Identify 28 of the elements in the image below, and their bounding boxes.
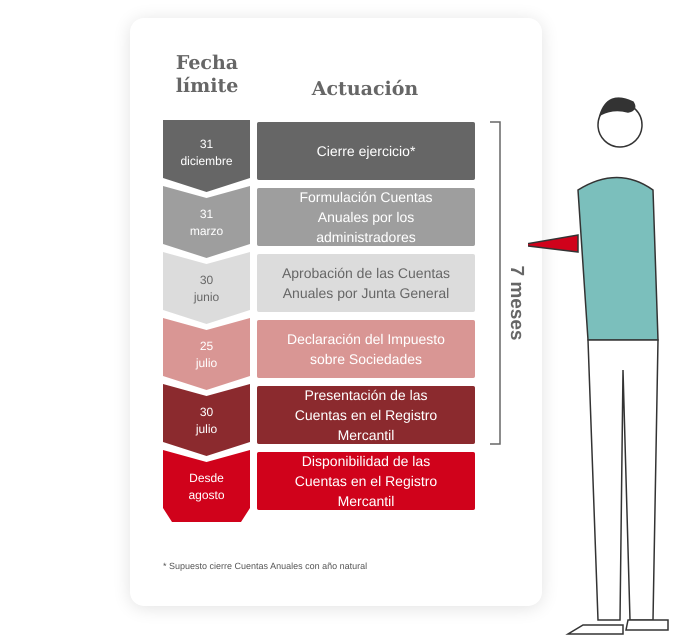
date-tag	[163, 252, 250, 324]
column-heading: Actuación	[310, 78, 420, 101]
action-label: Cierre ejercicio*	[316, 142, 416, 161]
action-box	[257, 386, 475, 444]
action-box	[257, 122, 475, 180]
action-box	[257, 188, 475, 246]
date-label: 25 julio	[194, 338, 218, 372]
date-label: Desde agosto	[187, 470, 226, 504]
date-tag	[163, 450, 250, 522]
date-label: 31 marzo	[188, 206, 224, 240]
date-label: 30 julio	[194, 404, 218, 438]
date-label: 31 diciembre	[179, 136, 234, 170]
action-label: Disponibilidad de las Cuentas en el Registro Mercantil	[294, 452, 438, 511]
action-label: Declaración del Impuesto sobre Sociedades	[286, 330, 446, 369]
date-label: 30 junio	[192, 272, 220, 306]
column-heading: Fecha límite	[174, 52, 240, 98]
action-box	[257, 320, 475, 378]
date-tag	[163, 186, 250, 258]
action-box	[257, 452, 475, 510]
action-box	[257, 254, 475, 312]
date-tag	[163, 384, 250, 456]
footnote: * Supuesto cierre Cuentas Anuales con año natural	[163, 561, 368, 571]
action-label: Formulación Cuentas Anuales por los administradores	[298, 188, 434, 247]
date-tag	[163, 318, 250, 390]
duration-label: 7 meses	[505, 264, 527, 342]
action-label: Presentación de las Cuentas en el Registro Mercantil	[294, 386, 438, 445]
action-label: Aprobación de las Cuentas Anuales por Junta General	[280, 264, 452, 303]
date-tag	[163, 120, 250, 192]
